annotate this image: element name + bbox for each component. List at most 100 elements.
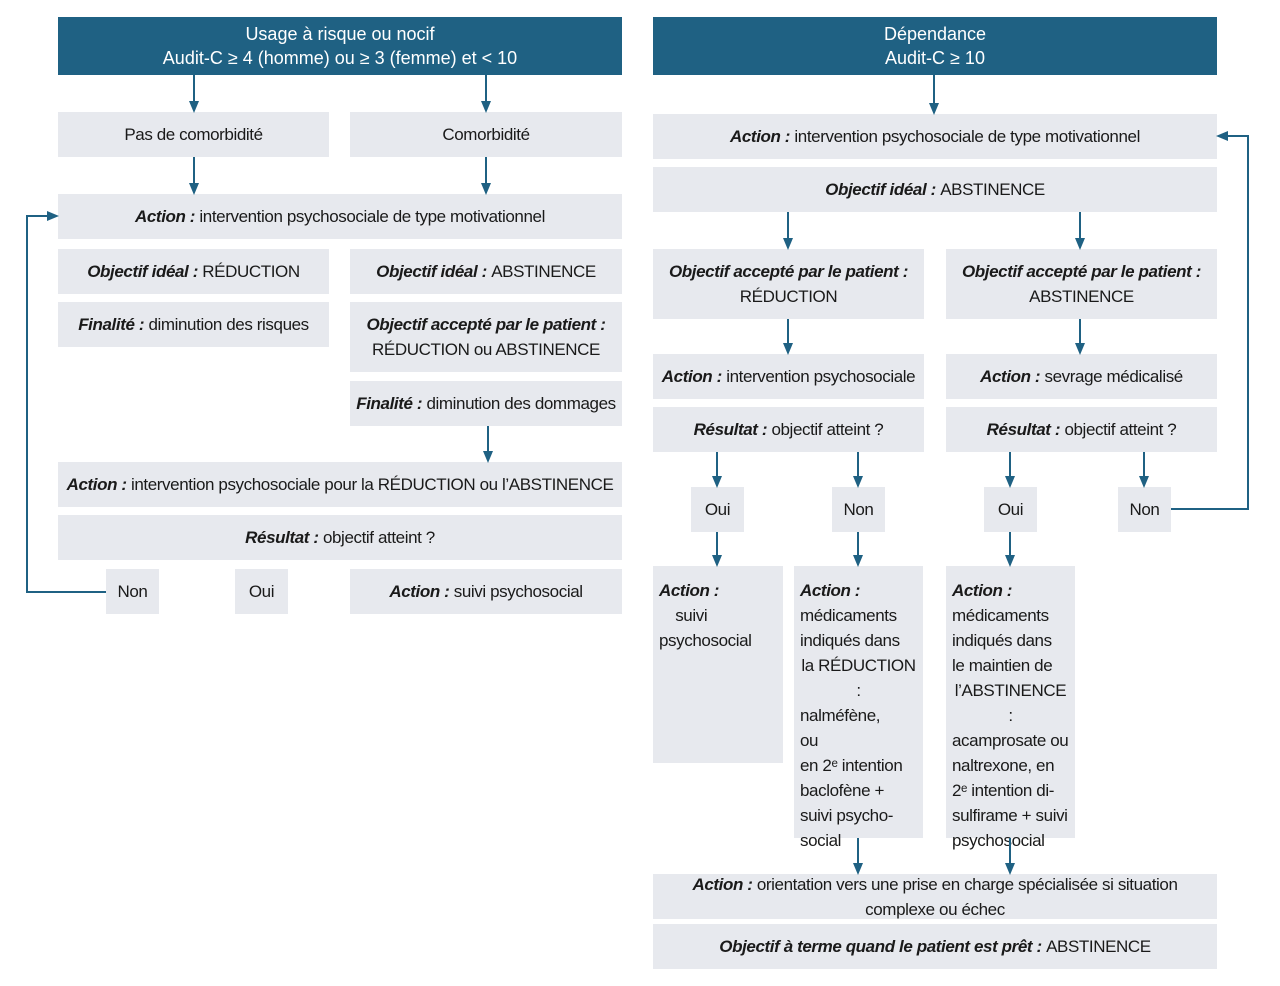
action-text: sevrage médicalisé (1044, 367, 1184, 386)
left-oui-box: Oui (235, 569, 288, 614)
meds-line: l’ABSTINENCE : (954, 681, 1067, 725)
right-non-b-box: Non (1118, 487, 1171, 532)
meds-line: nalméfène, (800, 706, 881, 725)
meds-abstinence-box: Action : médicaments indiqués dans le ma… (946, 566, 1075, 850)
finality-label: Finalité : (356, 394, 423, 413)
action-text: intervention psychosociale pour la RÉDUC… (130, 475, 614, 494)
ideal-goal-label: Objectif idéal : (376, 262, 487, 281)
no-comorbidity-box: Pas de comorbidité (58, 112, 329, 157)
meds-line: indiqués dans (800, 631, 900, 650)
meds-line: la RÉDUCTION : (801, 656, 916, 700)
meds-line: médicaments (800, 606, 897, 625)
action-withdrawal-box: Action : sevrage médicalisé (946, 354, 1217, 399)
ideal-goal-reduction: Objectif idéal : RÉDUCTION (58, 249, 329, 294)
action-label: Action : (800, 581, 861, 600)
action-text: intervention psychosociale (726, 367, 916, 386)
right-oui-b-box: Oui (984, 487, 1037, 532)
finality-text: diminution des risques (148, 315, 309, 334)
left-non-box: Non (106, 569, 159, 614)
result-label: Résultat : (245, 528, 319, 547)
non-label: Non (843, 500, 874, 519)
action-label: Action : (952, 581, 1013, 600)
final-goal-label: Objectif à terme quand le patient est pr… (719, 937, 1042, 956)
orientation-box: Action : orientation vers une prise en c… (653, 874, 1217, 919)
finality-text: diminution des dommages (426, 394, 616, 413)
action-text: suivi (675, 606, 708, 625)
oui-label: Oui (997, 500, 1024, 519)
accepted-reduction-box: Objectif accepté par le patient : RÉDUCT… (653, 249, 924, 319)
accepted-goal-value: RÉDUCTION ou ABSTINENCE (372, 340, 600, 359)
right-ideal-goal: Objectif idéal : ABSTINENCE (653, 167, 1217, 212)
right-header: Dépendance Audit-C ≥ 10 (653, 17, 1217, 75)
loop-arrow-left (26, 211, 106, 593)
left-header: Usage à risque ou nocif Audit-C ≥ 4 (hom… (58, 17, 622, 75)
left-result-box: Résultat : objectif atteint ? (58, 515, 622, 560)
accepted-goal-label: Objectif accepté par le patient : (366, 315, 606, 334)
finality-damage-box: Finalité : diminution des dommages (350, 381, 622, 426)
oui-label: Oui (248, 582, 275, 601)
comorbidity-box: Comorbidité (350, 112, 622, 157)
ideal-goal-value: ABSTINENCE (491, 262, 596, 281)
action-label: Action : (659, 581, 720, 600)
meds-line: baclofène + (800, 781, 884, 800)
action-text: suivi psychosocial (453, 582, 583, 601)
action-label: Action : (135, 207, 196, 226)
ideal-goal-abstinence: Objectif idéal : ABSTINENCE (350, 249, 622, 294)
accepted-abstinence-box: Objectif accepté par le patient : ABSTIN… (946, 249, 1217, 319)
result-reduction-box: Résultat : objectif atteint ? (653, 407, 924, 452)
right-non-a-box: Non (832, 487, 885, 532)
ideal-goal-value: RÉDUCTION (202, 262, 300, 281)
comorbidity-label: Comorbidité (442, 125, 530, 144)
accepted-goal-label: Objectif accepté par le patient : (961, 262, 1202, 281)
non-label: Non (117, 582, 148, 601)
result-label: Résultat : (986, 420, 1061, 439)
meds-line: 2ᵉ intention di- (952, 781, 1054, 800)
ideal-goal-label: Objectif idéal : (825, 180, 936, 199)
result-text: objectif atteint ? (1064, 420, 1177, 439)
meds-line: acamprosate ou (952, 731, 1069, 750)
action-text: intervention psychosociale de type motiv… (794, 127, 1140, 146)
accepted-goal-box: Objectif accepté par le patient : RÉDUCT… (350, 302, 622, 372)
right-followup-box: Action : suivi psychosocial (653, 566, 783, 763)
action-psychosocial-box: Action : intervention psychosociale (653, 354, 924, 399)
action-text: psychosocial (659, 631, 752, 650)
meds-line: en 2ᵉ intention (800, 756, 903, 775)
action-label: Action : (66, 475, 127, 494)
meds-line: suivi psycho- (800, 806, 894, 825)
result-label: Résultat : (693, 420, 768, 439)
result-abstinence-box: Résultat : objectif atteint ? (946, 407, 1217, 452)
right-oui-a-box: Oui (691, 487, 744, 532)
action-label: Action : (692, 874, 753, 894)
left-action-reduction-abstinence: Action : intervention psychosociale pour… (58, 462, 622, 507)
final-goal-value: ABSTINENCE (1046, 937, 1151, 956)
ideal-goal-label: Objectif idéal : (87, 262, 198, 281)
accepted-goal-value: RÉDUCTION (739, 287, 838, 306)
right-action-motivational: Action : intervention psychosociale de t… (653, 114, 1217, 159)
loop-arrow-right (1171, 131, 1249, 510)
action-label: Action : (389, 582, 450, 601)
meds-line: psychosocial (952, 831, 1045, 850)
left-action-motivational: Action : intervention psychosociale de t… (58, 194, 622, 239)
right-header-title: Dépendance (883, 24, 987, 44)
action-text: orientation vers une prise en charge spé… (756, 874, 1178, 919)
result-text: objectif atteint ? (322, 528, 435, 547)
meds-line: sulfirame + suivi (952, 806, 1068, 825)
action-label: Action : (980, 367, 1041, 386)
meds-line: le maintien de (952, 656, 1053, 675)
ideal-goal-value: ABSTINENCE (940, 180, 1045, 199)
meds-line: naltrexone, en (952, 756, 1055, 775)
meds-line: indiqués dans (952, 631, 1052, 650)
accepted-goal-label: Objectif accepté par le patient : (668, 262, 909, 281)
meds-line: médicaments (952, 606, 1049, 625)
left-followup-box: Action : suivi psychosocial (350, 569, 622, 614)
meds-reduction-box: Action : médicaments indiqués dans la RÉ… (794, 566, 923, 850)
non-label: Non (1129, 500, 1160, 519)
meds-line: ou (800, 731, 819, 750)
oui-label: Oui (704, 500, 731, 519)
accepted-goal-value: ABSTINENCE (1029, 287, 1134, 306)
meds-line: social (800, 831, 842, 850)
no-comorbidity-label: Pas de comorbidité (124, 125, 263, 144)
finality-risk-box: Finalité : diminution des risques (58, 302, 329, 347)
result-text: objectif atteint ? (771, 420, 884, 439)
